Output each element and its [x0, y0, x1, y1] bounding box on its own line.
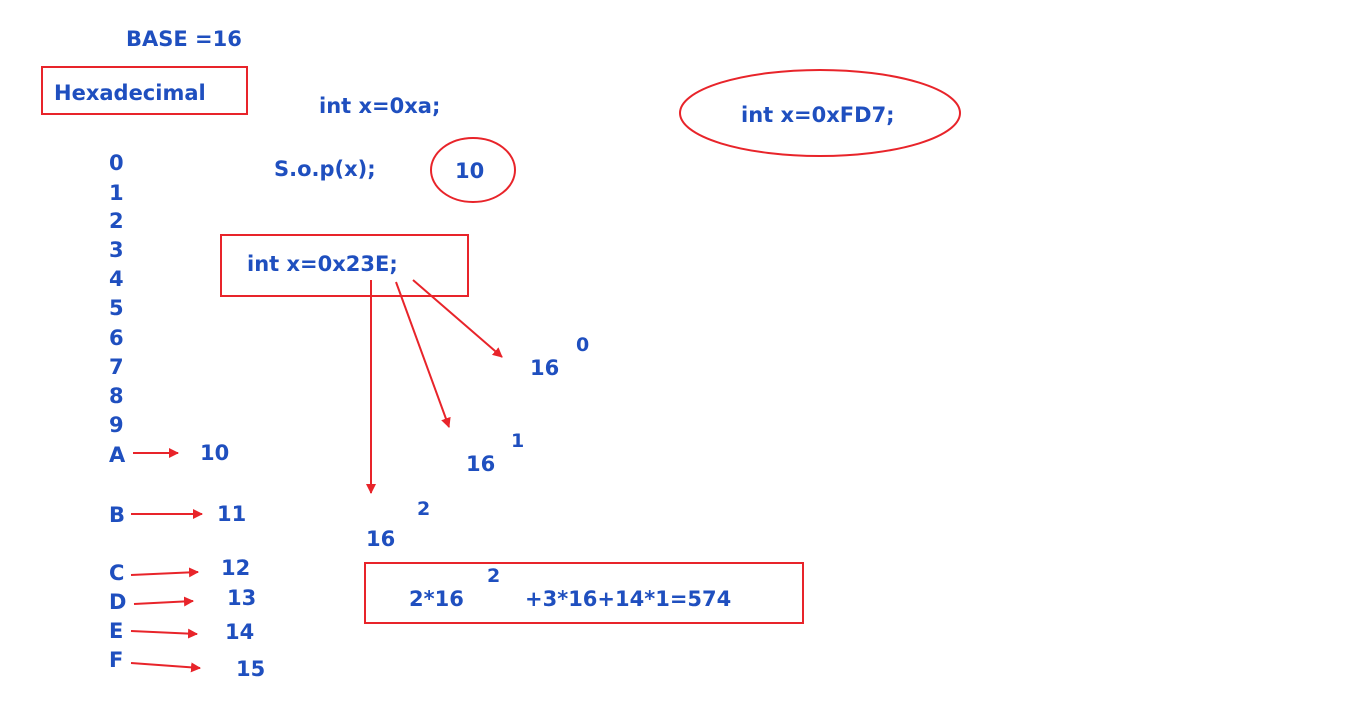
hex-digit: 7 — [109, 355, 124, 379]
hex-digit: D — [109, 590, 127, 614]
power-exponent: 2 — [417, 498, 431, 520]
hex-digit: 0 — [109, 151, 124, 175]
letter-value: 15 — [236, 657, 266, 681]
calc-right: +3*16+14*1=574 — [525, 587, 732, 611]
power-exponent: 0 — [576, 334, 590, 356]
arrow-f-to-15 — [130, 662, 201, 673]
code-hex-fd7: int x=0xFD7; — [741, 103, 895, 127]
hex-digit: 3 — [109, 238, 124, 262]
hex-digit: F — [109, 648, 124, 672]
calc-left: 2*16 — [409, 587, 464, 611]
letter-value: 13 — [227, 586, 257, 610]
power-base: 16 — [366, 527, 396, 551]
letter-value: 12 — [221, 556, 251, 580]
code-hex-a: int x=0xa; — [319, 94, 441, 118]
letter-value: 10 — [200, 441, 230, 465]
power-base: 16 — [530, 356, 560, 380]
hex-digit: 1 — [109, 181, 124, 205]
hex-digit: 9 — [109, 413, 124, 437]
print-result: 10 — [455, 159, 485, 183]
hex-digit: 4 — [109, 267, 124, 291]
hex-digit: 6 — [109, 326, 124, 350]
letter-value: 14 — [225, 620, 255, 644]
arrow-e-to-14 — [130, 628, 198, 639]
letter-value: 11 — [217, 502, 247, 526]
result-circle — [430, 137, 516, 203]
power-base: 16 — [466, 452, 496, 476]
arrow-c-to-12 — [130, 567, 199, 578]
hex-digit: E — [109, 619, 124, 643]
arrow-e-to-16-0 — [412, 279, 503, 358]
hex-digit: 2 — [109, 209, 124, 233]
calc-exponent: 2 — [487, 565, 501, 587]
code-print: S.o.p(x); — [274, 157, 376, 181]
arrow-3-to-16-1 — [395, 281, 451, 428]
hex-digit: B — [109, 503, 126, 527]
arrow-d-to-13 — [133, 596, 194, 607]
hexadecimal-label: Hexadecimal — [54, 81, 206, 105]
hex-digit: A — [109, 443, 126, 467]
code-23e-box — [220, 234, 469, 297]
hex-digit: 5 — [109, 296, 124, 320]
fd7-ellipse — [679, 69, 961, 157]
base-label: BASE =16 — [126, 27, 242, 51]
hex-digit: C — [109, 561, 125, 585]
hex-digit: 8 — [109, 384, 124, 408]
calculation-box — [364, 562, 804, 624]
code-hex-23e: int x=0x23E; — [247, 252, 398, 276]
power-exponent: 1 — [511, 430, 525, 452]
hexadecimal-box — [41, 66, 248, 115]
